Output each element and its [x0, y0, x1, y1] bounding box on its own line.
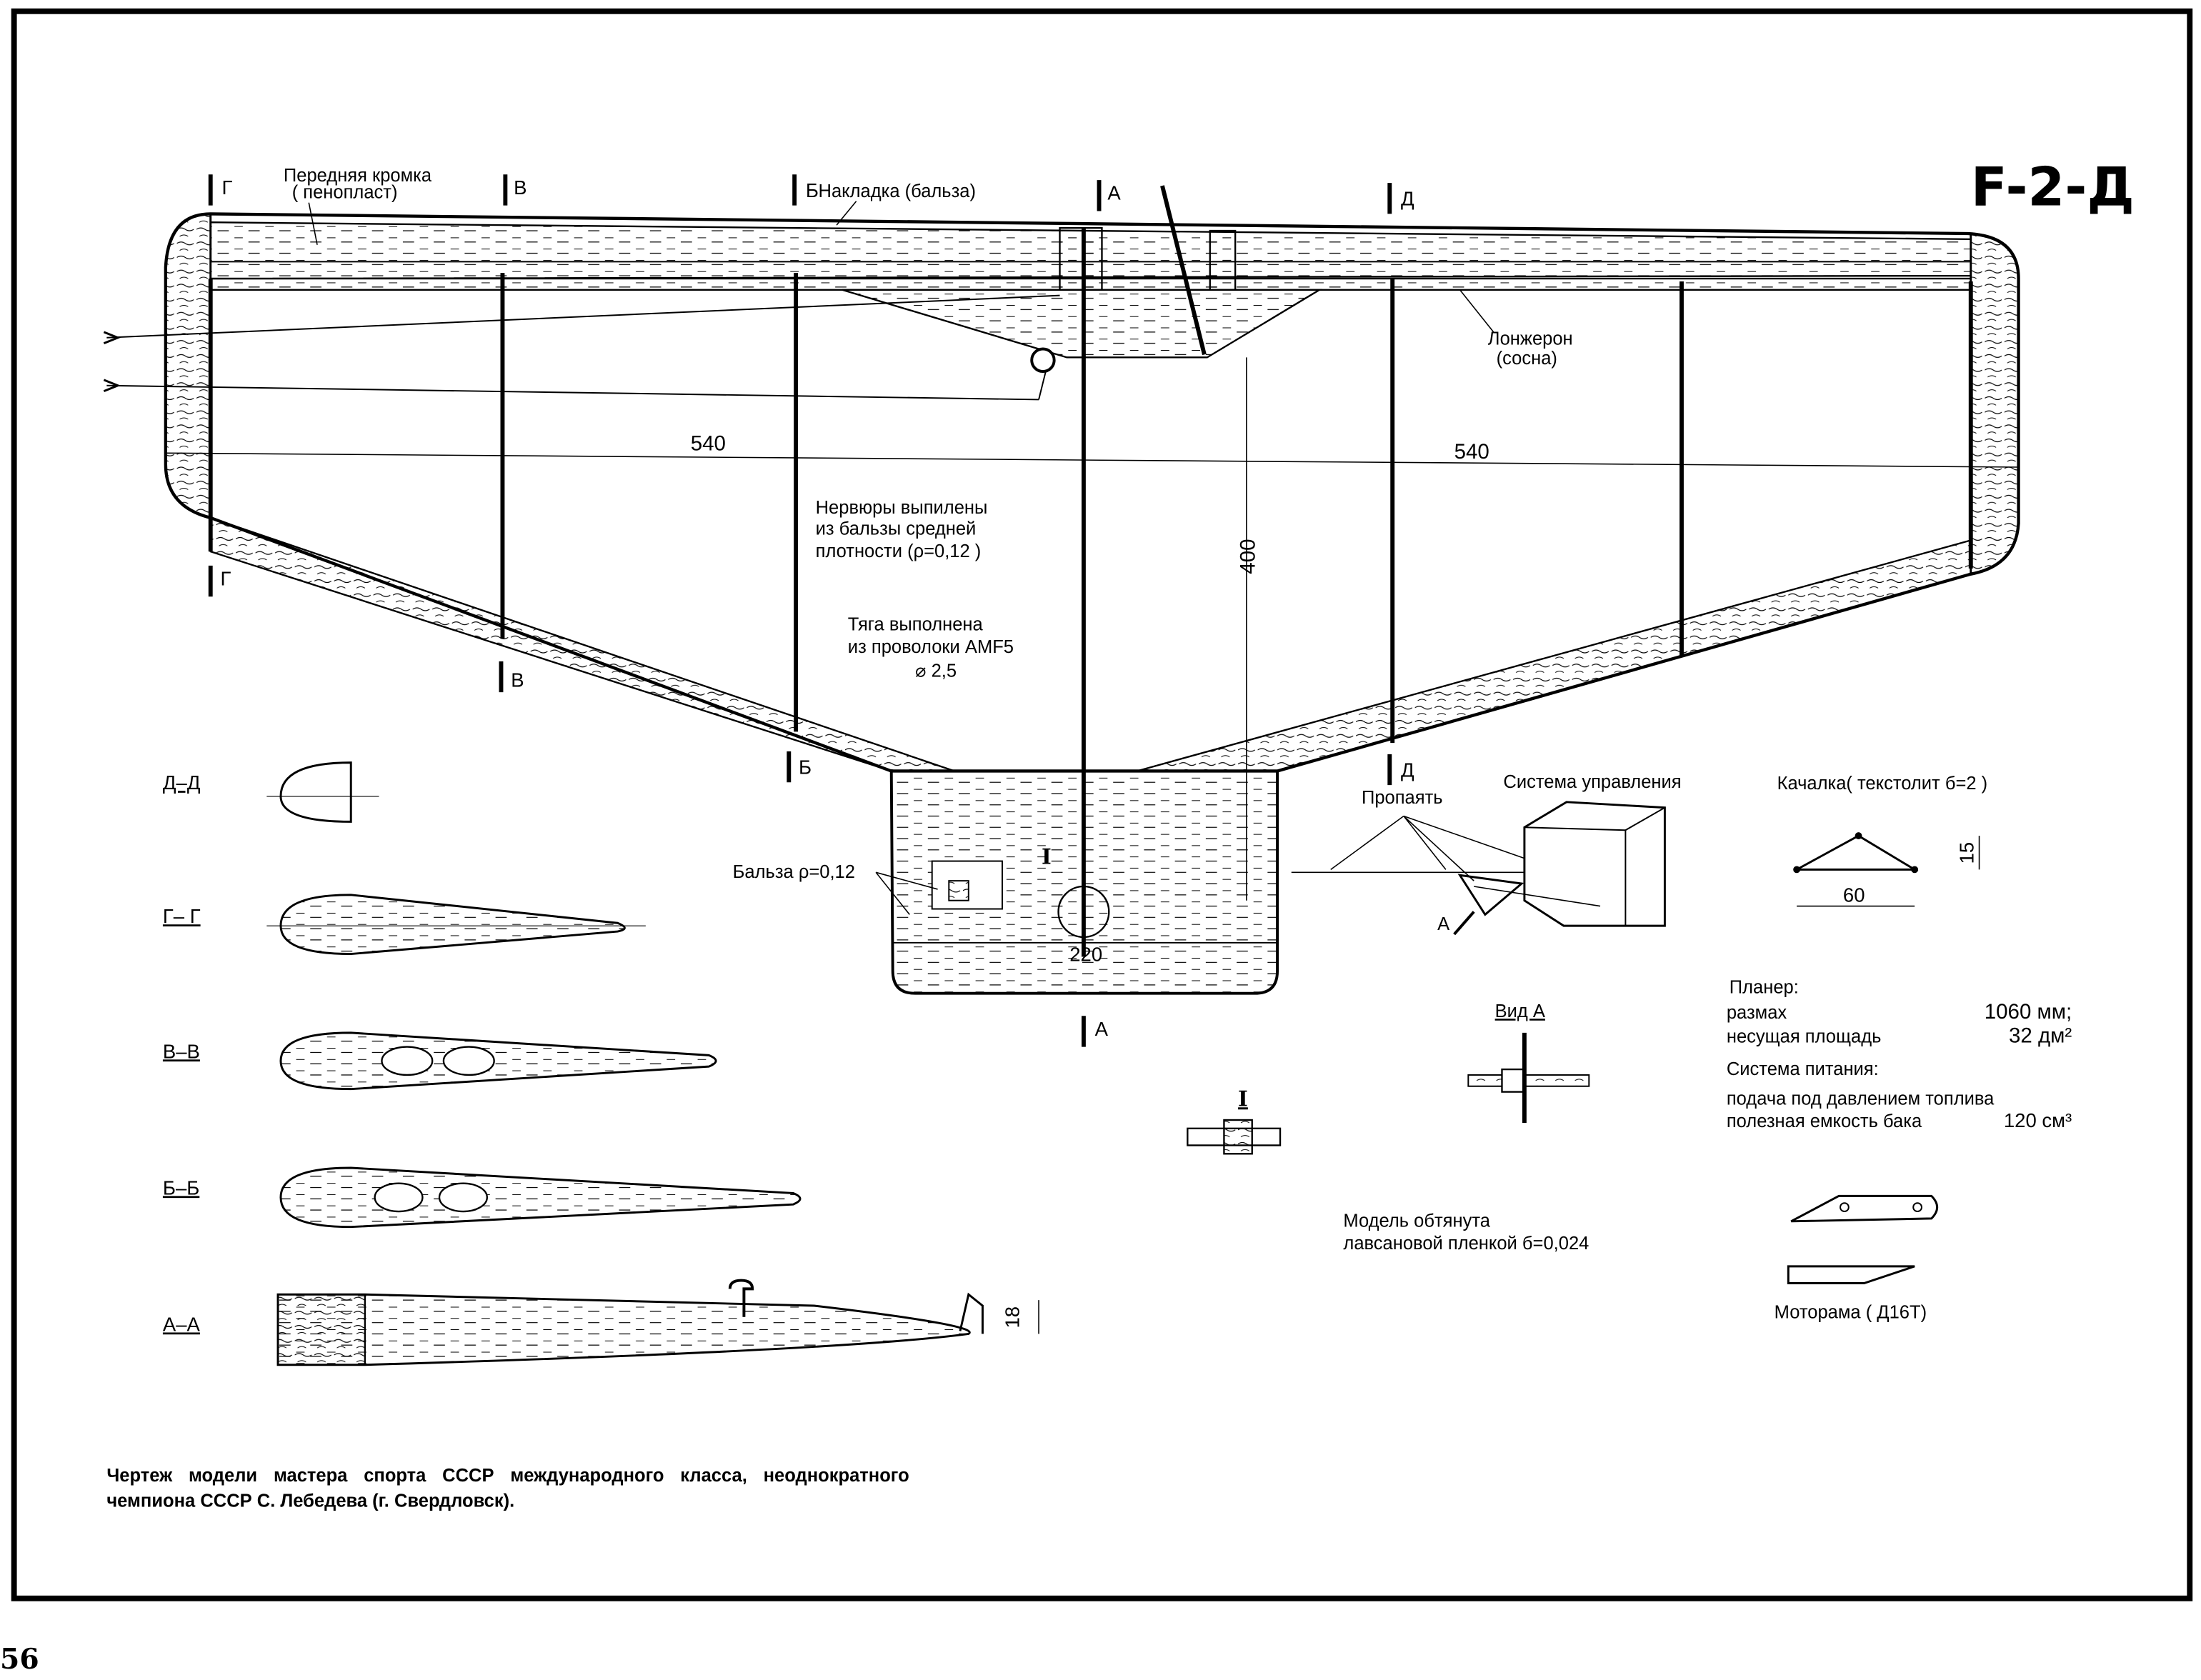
section-gg	[279, 894, 626, 956]
view-a-label: Вид А	[1495, 1001, 1545, 1021]
spec-span-value: 1060 мм;	[1985, 1000, 2072, 1024]
section-aa	[276, 1293, 971, 1366]
ribs-note-1: Нервюры выпилены	[816, 498, 988, 518]
dim-bellcrank-width: 60	[1843, 884, 1865, 906]
pushrod-note-2: из проволоки АМF5	[848, 637, 1014, 657]
leading-edge-label-1: Передняя кромка	[284, 166, 432, 186]
section-label-vv: В–В	[163, 1040, 200, 1062]
spec-area-label: несущая площадь	[1727, 1027, 1882, 1047]
marker-a-top: А	[1107, 182, 1121, 204]
tank-box	[1523, 801, 1666, 927]
dim-bellcrank-height: 15	[1956, 842, 1978, 864]
caption-line-1: Чертеж модели мастера спорта СССР междун…	[106, 1466, 909, 1486]
caption-line-2: чемпиона СССР С. Лебедева (г. Свердловск…	[106, 1491, 514, 1511]
planform-labels: Передняя кромка ( пенопласт) Накладка (б…	[284, 166, 1573, 965]
right-trailing-edge	[1137, 539, 1972, 772]
section-label-bb: Б–Б	[163, 1176, 199, 1199]
detail-i-title: I	[1238, 1086, 1248, 1111]
dim-right-half: 540	[1454, 440, 1489, 464]
ribs-note-2: из бальзы средней	[816, 519, 977, 539]
bellcrank-detail: Качалка( текстолит б=2 ) 60 15	[1777, 774, 1988, 907]
spar-label-2: (сосна)	[1497, 349, 1557, 369]
page-number: 56	[0, 1643, 39, 1676]
pushrod-note-1: Тяга выполнена	[848, 614, 984, 634]
cross-sections: Д–Д Г– Г В–В Б–Б А–А 18	[163, 761, 1039, 1366]
dim-chord: 400	[1237, 539, 1260, 574]
leading-edge-label-2: ( пенопласт)	[292, 183, 398, 203]
section-vv	[279, 1031, 717, 1091]
covering-note-2: лавсановой пленкой б=0,024	[1343, 1234, 1589, 1254]
marker-d-bottom: Д	[1401, 759, 1414, 781]
spec-area-value: 32 дм²	[2009, 1024, 2072, 1048]
model-title: F-2-Д	[1971, 156, 2135, 219]
pushrod-note-3: ⌀ 2,5	[915, 661, 957, 681]
control-system-label: Система управления	[1503, 772, 1681, 792]
elevator-block	[889, 769, 1279, 995]
marker-d-top: Д	[1401, 188, 1414, 210]
overlay-label: Накладка (бальза)	[819, 181, 976, 201]
motor-mount-label: Моторама ( Д16Т)	[1775, 1303, 1927, 1323]
dim-center: 220	[1069, 943, 1102, 965]
dim-fin-height: 18	[1002, 1306, 1024, 1329]
control-lines	[106, 294, 1060, 401]
spec-span-label: размах	[1727, 1003, 1787, 1023]
spec-block: Планер: размах 1060 мм; несущая площадь …	[1727, 978, 2072, 1131]
detail-i-circle	[1057, 885, 1110, 939]
spec-tank-label: полезная емкость бака	[1727, 1111, 1922, 1131]
section-label-dd: Д–Д	[163, 771, 201, 794]
section-label-gg: Г– Г	[163, 905, 201, 927]
section-dd	[279, 761, 352, 823]
bellcrank-pivot	[1030, 347, 1056, 374]
marker-v-top: В	[514, 176, 526, 199]
marker-g-bottom: Г	[220, 567, 231, 589]
spec-fuel-system: Система питания:	[1727, 1059, 1879, 1079]
balsa-label: Бальза ρ=0,12	[733, 862, 855, 882]
sheet-border	[11, 8, 2193, 1601]
solder-label: Пропаять	[1362, 788, 1443, 808]
section-bb	[279, 1166, 802, 1229]
spec-tank-value: 120 см³	[2004, 1109, 2072, 1131]
right-wingtip	[1970, 232, 2020, 576]
marker-a-bottom: А	[1095, 1018, 1109, 1040]
arrow-a-label: А	[1437, 914, 1449, 934]
control-system-detail: Пропаять Система управления А Вид А I	[1187, 772, 1682, 1155]
section-markers: Г В Б А Д Г В Б Д А	[208, 174, 1414, 1047]
dim-left-half: 540	[691, 431, 726, 455]
marker-b-top: Б	[806, 179, 819, 201]
fuel-tube	[1160, 185, 1207, 356]
spar-label-1: Лонжерон	[1488, 329, 1573, 349]
bellcrank-label: Качалка( текстолит б=2 )	[1777, 774, 1988, 794]
detail-i-mark: I	[1042, 844, 1052, 869]
span-dimension-line	[165, 452, 2019, 468]
center-fairing	[842, 289, 1323, 359]
spec-fuel-feed: подача под давлением топлива	[1727, 1089, 1995, 1109]
ribs-note-3: плотности (ρ=0,12 )	[816, 541, 982, 561]
spec-glider: Планер:	[1730, 978, 1799, 998]
section-label-aa: А–А	[163, 1313, 201, 1335]
motor-mount-detail: Моторама ( Д16Т)	[1775, 1194, 1939, 1323]
marker-g-top: Г	[221, 176, 232, 199]
left-wingtip	[164, 212, 212, 519]
wing-planform	[103, 185, 2020, 995]
covering-note-1: Модель обтянута	[1343, 1211, 1490, 1231]
marker-v-bottom: В	[511, 669, 524, 691]
marker-b-bottom: Б	[799, 756, 812, 778]
